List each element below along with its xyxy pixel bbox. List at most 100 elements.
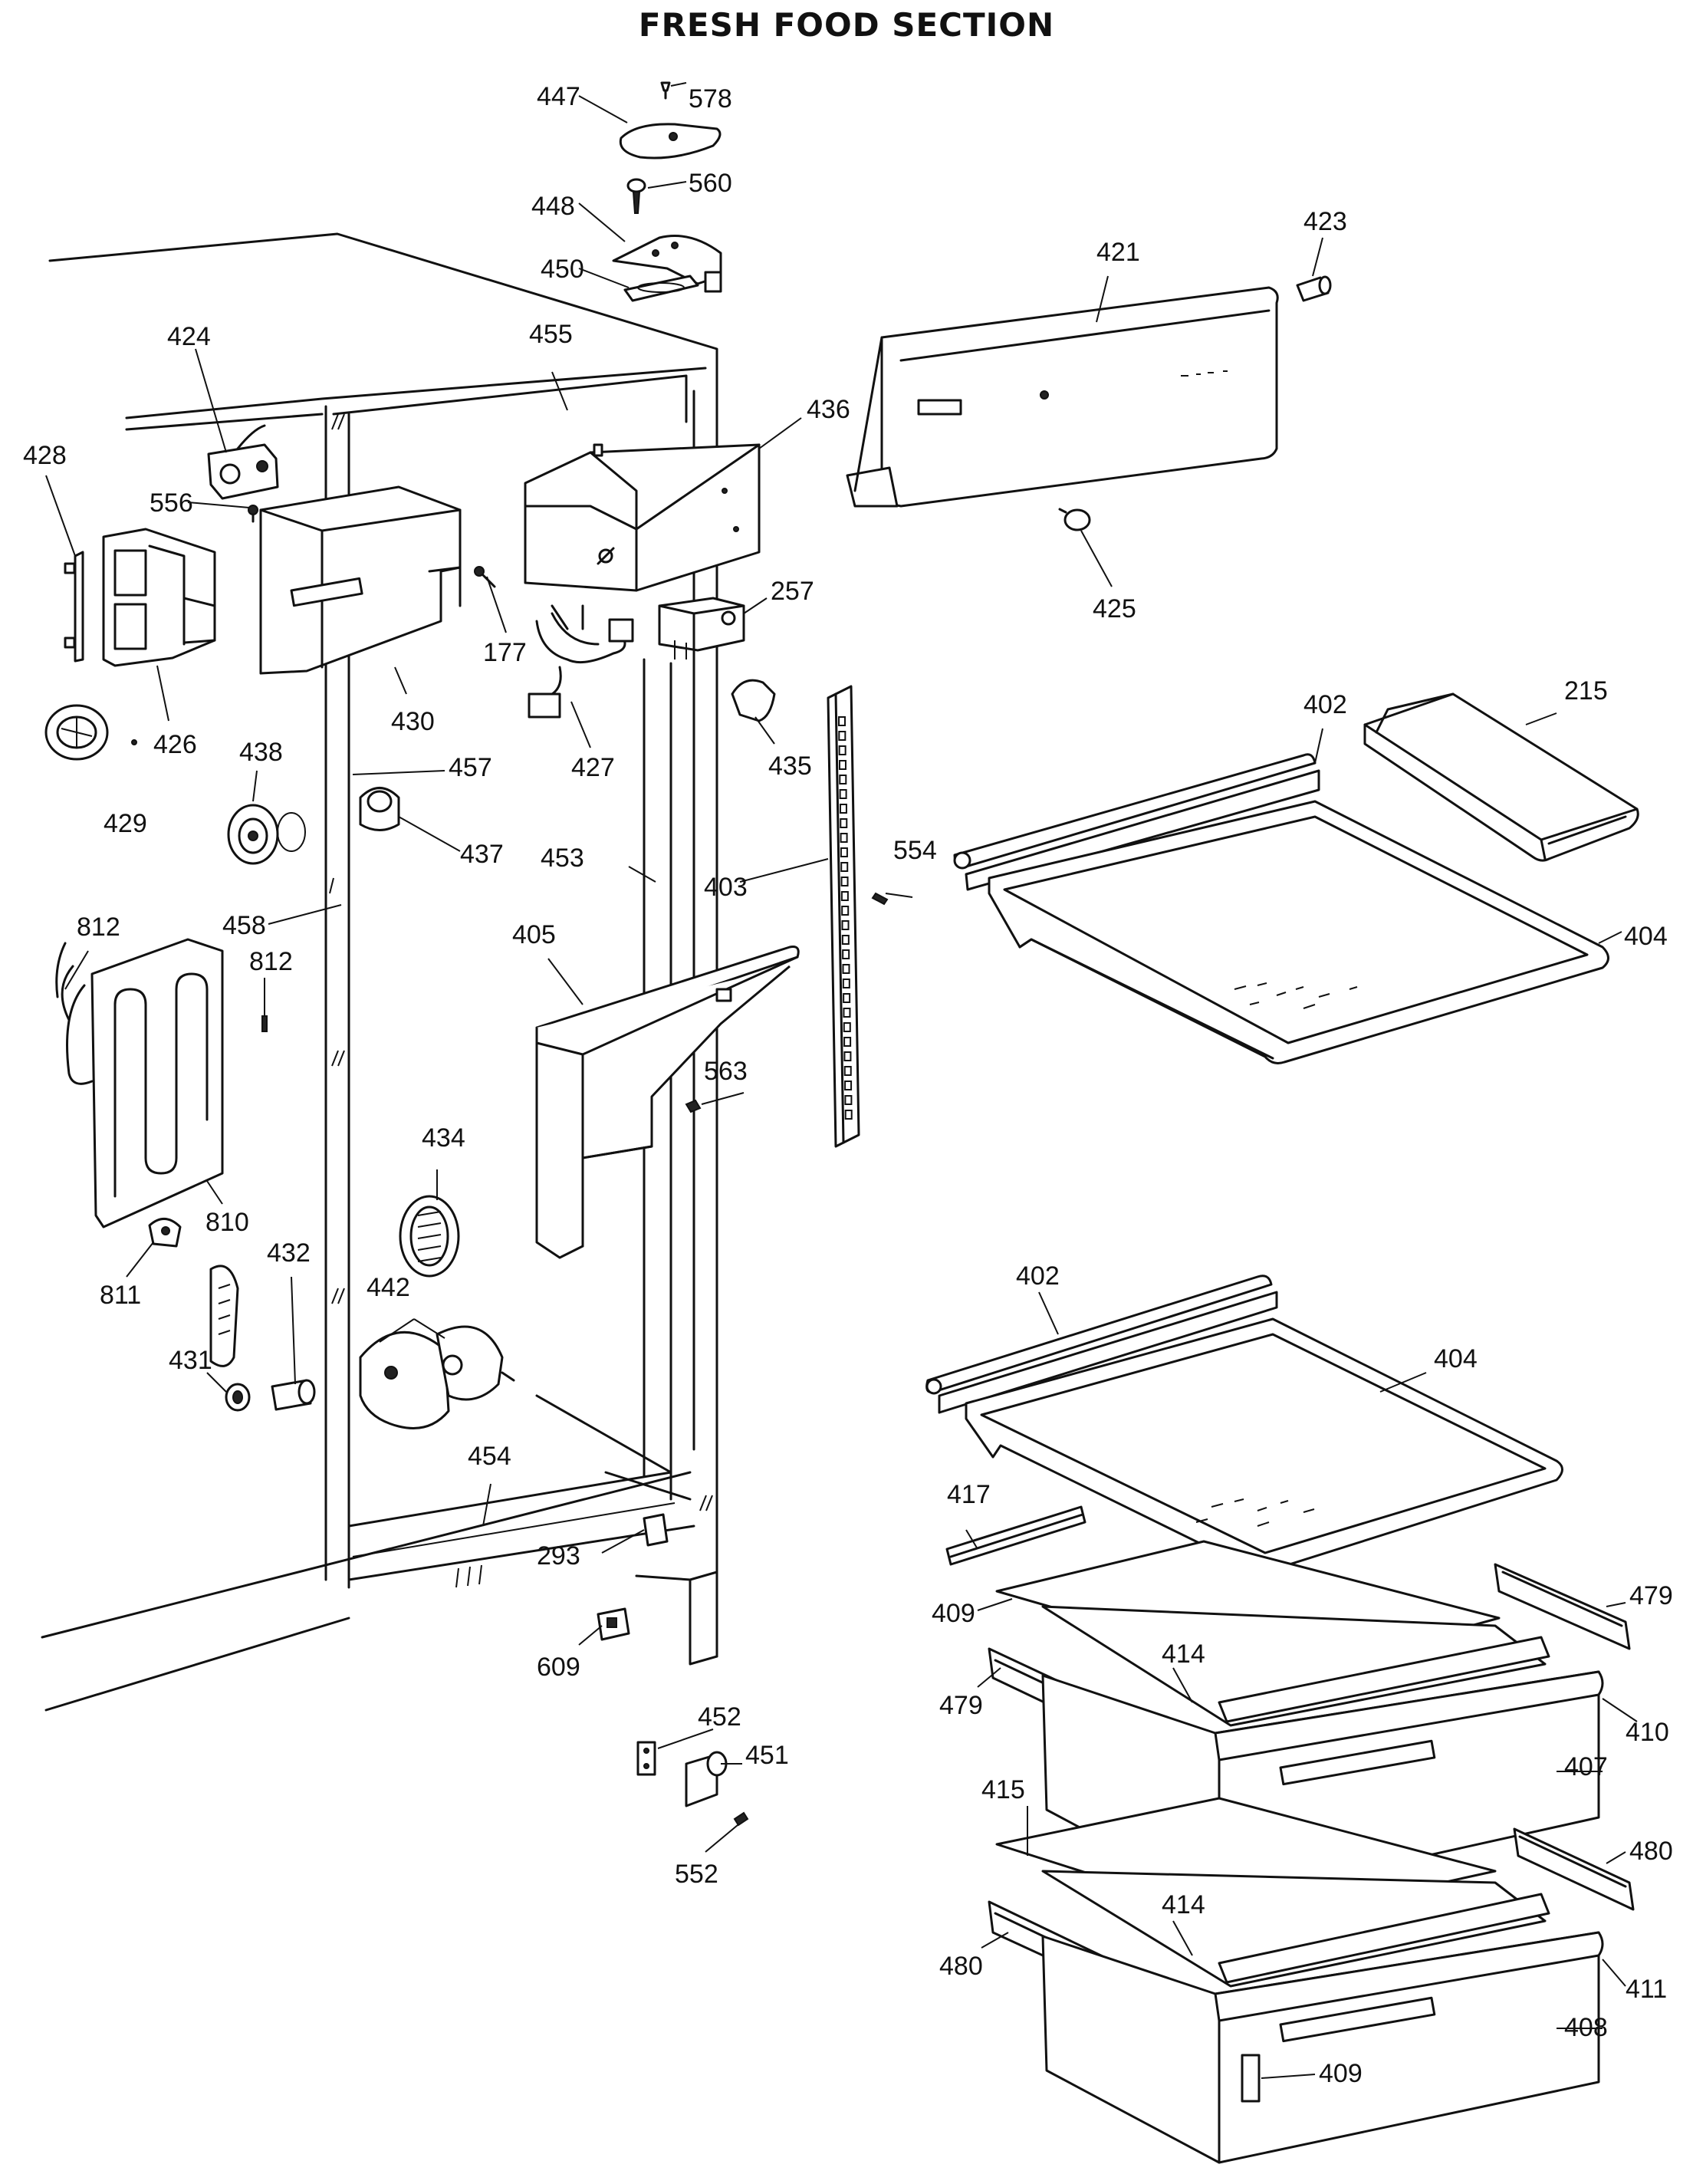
callout-429: 429 xyxy=(104,809,147,838)
ladder-slot xyxy=(839,804,847,814)
ladder-slot xyxy=(841,920,850,930)
shelf-404-upper xyxy=(988,800,1609,1064)
callout-480-left: 480 xyxy=(939,1952,983,1981)
bracket-609 xyxy=(597,1607,630,1641)
control-knob-429 xyxy=(44,704,137,761)
ladder-403 xyxy=(827,685,860,1148)
callout-609: 609 xyxy=(537,1653,580,1682)
callout-403: 403 xyxy=(704,873,748,902)
callout-812-left: 812 xyxy=(77,913,120,942)
callout-442: 442 xyxy=(367,1273,410,1302)
screw-556 xyxy=(248,505,258,523)
callout-434: 434 xyxy=(422,1123,465,1153)
clip-435 xyxy=(731,679,776,722)
callout-453: 453 xyxy=(541,844,584,873)
callout-409-upper: 409 xyxy=(932,1599,975,1628)
callout-404-upper: 404 xyxy=(1624,922,1668,951)
callout-414-upper: 414 xyxy=(1162,1640,1205,1669)
callout-436: 436 xyxy=(807,395,850,424)
lamp-socket-438 xyxy=(227,804,306,865)
callout-552: 552 xyxy=(675,1860,718,1889)
callout-labels: 447 578 560 448 450 421 423 424 455 436 … xyxy=(23,82,1673,2088)
ladder-slot xyxy=(838,731,846,741)
hinge-448 xyxy=(612,235,722,293)
ladder-slot xyxy=(838,716,846,726)
callout-423: 423 xyxy=(1303,207,1347,236)
shelf-402-lower xyxy=(925,1275,1278,1414)
ladder-slot xyxy=(840,862,849,872)
callout-432: 432 xyxy=(267,1238,311,1268)
callout-479-right: 479 xyxy=(1629,1581,1673,1610)
cover-414-upper xyxy=(1041,1605,1550,1727)
callout-556: 556 xyxy=(150,488,193,518)
callout-447: 447 xyxy=(537,82,580,111)
panel-421 xyxy=(846,286,1279,508)
callout-578: 578 xyxy=(689,84,732,113)
shelf-402-upper xyxy=(953,753,1320,891)
ladder-slot xyxy=(843,1022,851,1032)
ladder-slot xyxy=(843,1066,852,1076)
ladder-slot xyxy=(838,745,846,755)
cover-414-lower xyxy=(1041,1870,1550,1988)
callout-404-lower: 404 xyxy=(1434,1344,1478,1373)
ladder-slot xyxy=(840,877,849,886)
callout-414-lower: 414 xyxy=(1162,1890,1205,1919)
ladder-slot xyxy=(843,993,851,1003)
callout-563: 563 xyxy=(704,1057,748,1086)
ladder-slot xyxy=(842,979,850,988)
diagram-title: FRESH FOOD SECTION xyxy=(638,6,1055,44)
callout-409-lower: 409 xyxy=(1319,2059,1363,2088)
callout-417: 417 xyxy=(947,1480,991,1509)
clip-811 xyxy=(148,1218,182,1248)
bushing-431 xyxy=(225,1383,251,1412)
retainer-428 xyxy=(64,551,84,663)
callout-215: 215 xyxy=(1564,676,1608,706)
screw-177 xyxy=(474,566,496,588)
callout-479-left: 479 xyxy=(939,1691,983,1720)
rail-479-right xyxy=(1494,1563,1631,1650)
timer-257 xyxy=(658,597,745,659)
thermostat-424 xyxy=(207,424,279,500)
callout-402-upper: 402 xyxy=(1303,690,1347,719)
screw-563 xyxy=(685,1099,702,1113)
callout-810: 810 xyxy=(205,1208,249,1237)
callout-411: 411 xyxy=(1626,1975,1667,2004)
light-lens-434-clip xyxy=(209,1265,239,1367)
callout-427: 427 xyxy=(571,753,615,782)
callout-437: 437 xyxy=(460,840,504,869)
drawer-408 xyxy=(1041,1931,1604,2164)
callout-451: 451 xyxy=(745,1741,789,1770)
ladder-slot xyxy=(840,818,848,828)
rail-417 xyxy=(945,1505,1086,1566)
callout-480-right: 480 xyxy=(1629,1837,1673,1866)
ladder-slot xyxy=(843,1037,852,1047)
shim-450 xyxy=(623,275,699,302)
ladder-slot xyxy=(840,891,849,901)
hinge-cover-447 xyxy=(619,123,722,160)
screw-554 xyxy=(871,892,889,906)
hinge-451 xyxy=(685,1751,728,1807)
ladder-slot xyxy=(838,760,846,770)
harness-427 xyxy=(528,604,634,719)
ladder-slot xyxy=(840,847,848,857)
ladder-slot xyxy=(844,1110,853,1120)
callout-454: 454 xyxy=(468,1442,511,1471)
bracket-293 xyxy=(643,1513,669,1547)
ladder-slot xyxy=(843,1051,852,1061)
callout-421: 421 xyxy=(1096,238,1140,267)
ladder-slot xyxy=(839,789,847,799)
callout-293: 293 xyxy=(537,1541,580,1571)
heater-810 xyxy=(55,938,224,1228)
lens-434 xyxy=(399,1195,460,1278)
rail-480-right xyxy=(1513,1827,1635,1911)
callout-458: 458 xyxy=(222,911,266,940)
callout-438: 438 xyxy=(239,738,283,767)
control-box-436 xyxy=(524,443,761,592)
button-425 xyxy=(1058,508,1091,531)
callout-257: 257 xyxy=(771,577,814,606)
plate-452 xyxy=(636,1741,656,1776)
callout-408: 408 xyxy=(1564,2013,1608,2042)
cap-432 xyxy=(271,1379,316,1411)
ladder-slot xyxy=(839,775,847,784)
callout-452: 452 xyxy=(698,1702,741,1732)
